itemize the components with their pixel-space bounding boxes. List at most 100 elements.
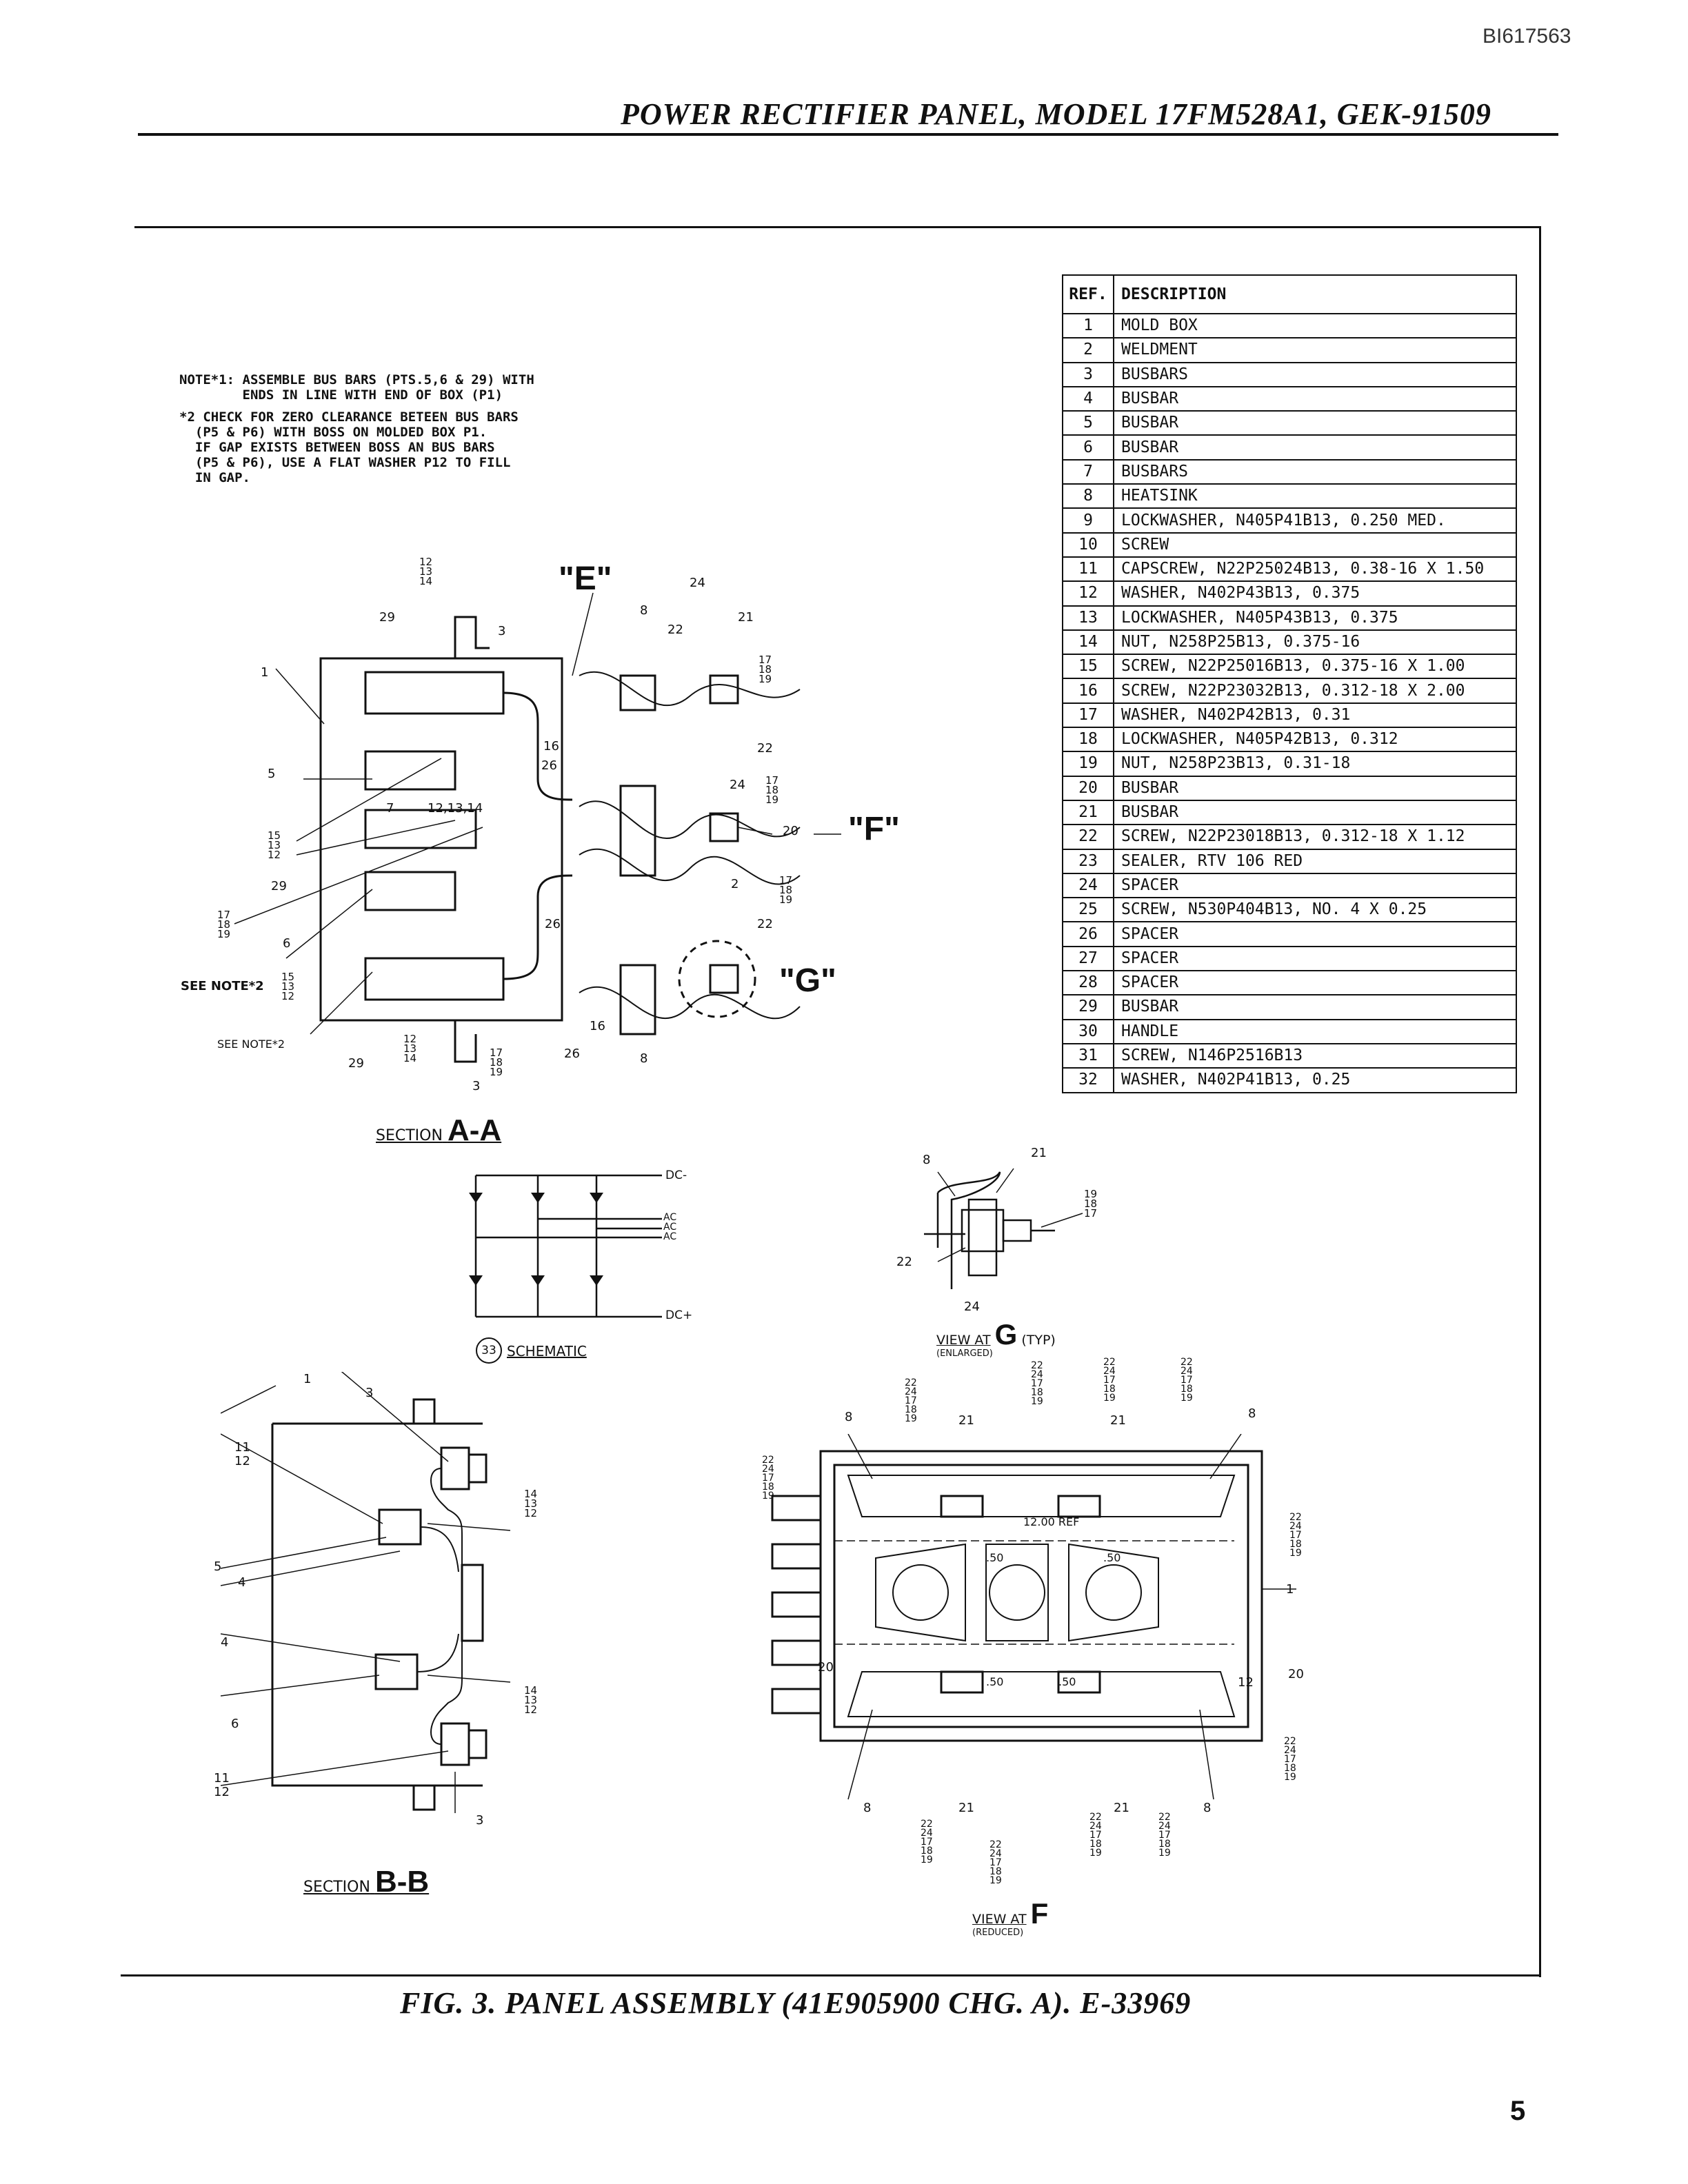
view-f-stack-5: 22 24 17 18 19 [762, 1455, 774, 1502]
view-f-stack-7: 22 24 17 18 19 [1284, 1736, 1296, 1783]
callout-17-18-19-a: 17 18 19 [758, 654, 772, 685]
section-bb-callout-12-b: 12 [214, 1785, 230, 1799]
part-description: SCREW, N22P23032B13, 0.312-18 X 2.00 [1113, 678, 1517, 704]
rectifier-schematic [469, 1174, 662, 1318]
part-ref: 20 [1062, 775, 1114, 801]
note-2: *2 CHECK FOR ZERO CLEARANCE BETEEN BUS B… [179, 410, 519, 485]
section-aa-prefix: SECTION [376, 1127, 443, 1144]
part-ref: 28 [1062, 970, 1114, 996]
callout-7: 7 [386, 801, 394, 816]
view-g-callout-21: 21 [1031, 1146, 1047, 1160]
part-ref: 27 [1062, 945, 1114, 972]
part-description: LOCKWASHER, N405P41B13, 0.250 MED. [1113, 507, 1517, 534]
callout-8-top: 8 [640, 603, 648, 618]
callout-22-mid: 22 [757, 741, 773, 756]
view-f-callout-1: 1 [1286, 1582, 1294, 1597]
callout-29-top: 29 [379, 610, 395, 625]
callout-26-top: 26 [541, 758, 557, 773]
part-description: BUSBARS [1113, 361, 1517, 387]
view-f-stack-1: 22 24 17 18 19 [905, 1377, 917, 1424]
section-bb-callout-4-b: 4 [221, 1635, 229, 1650]
part-description: SCREW, N22P25016B13, 0.375-16 X 1.00 [1113, 654, 1517, 680]
svg-text:SEE NOTE*2: SEE NOTE*2 [217, 1038, 285, 1051]
view-f-callout-8-tr: 8 [1248, 1406, 1256, 1421]
figure-frame-bottom [121, 1974, 1541, 1976]
part-description: CAPSCREW, N22P25024B13, 0.38-16 X 1.50 [1113, 556, 1517, 583]
view-f-stack-6: 22 24 17 18 19 [1289, 1512, 1302, 1559]
callout-12-13-14-top: 12 13 14 [419, 556, 433, 587]
callout-17-18-19-c: 17 18 19 [779, 874, 793, 906]
view-g-typ: (TYP) [1021, 1333, 1056, 1348]
part-ref: 7 [1062, 458, 1114, 485]
view-g-subtitle: (ENLARGED) [936, 1348, 993, 1359]
part-ref: 8 [1062, 483, 1114, 509]
view-f-dim-ref: 12.00 REF [1023, 1515, 1080, 1528]
view-f-callout-8-tl: 8 [845, 1410, 853, 1424]
part-ref: 19 [1062, 751, 1114, 777]
part-description: SCREW, N146P2516B13 [1113, 1042, 1517, 1069]
part-ref: 15 [1062, 654, 1114, 680]
part-description: BUSBAR [1113, 410, 1517, 436]
view-f-subtitle: (REDUCED) [972, 1928, 1024, 1938]
schematic-ac-3: AC [663, 1231, 677, 1242]
view-g-marker: "G" [779, 962, 836, 999]
view-g-title-text: VIEW AT [936, 1333, 991, 1348]
view-g-title: VIEW AT G (TYP) [936, 1318, 1056, 1351]
part-description: SPACER [1113, 945, 1517, 972]
part-description: MOLD BOX [1113, 312, 1517, 339]
section-bb-callout-5: 5 [214, 1559, 222, 1574]
part-ref: 3 [1062, 361, 1114, 387]
schematic-title: SCHEMATIC [507, 1343, 587, 1359]
callout-24-mid: 24 [730, 778, 745, 792]
part-description: SCREW, N530P404B13, NO. 4 X 0.25 [1113, 897, 1517, 923]
view-f-stack-3: 22 24 17 18 19 [1103, 1357, 1116, 1404]
view-f-title: VIEW AT F [972, 1897, 1048, 1930]
view-f-callout-20-left: 20 [818, 1660, 834, 1675]
part-ref: 9 [1062, 507, 1114, 534]
callout-12-13-14-bottom: 12 13 14 [403, 1033, 417, 1064]
section-bb-prefix: SECTION [303, 1879, 370, 1896]
mold-box-outline [319, 657, 563, 1022]
callout-29-bottom: 29 [348, 1056, 364, 1071]
view-f-callout-12: 12 [1238, 1675, 1254, 1690]
description-header: DESCRIPTION [1113, 274, 1517, 314]
view-f-callout-8-bl: 8 [863, 1801, 872, 1815]
callout-17-18-19-e: 17 18 19 [490, 1046, 503, 1078]
callout-17-18-19-d: 17 18 19 [217, 909, 231, 940]
view-f-stack-10: 22 24 17 18 19 [1089, 1812, 1102, 1859]
callout-22-top: 22 [667, 623, 683, 637]
part-ref: 25 [1062, 897, 1114, 923]
section-bb-callout-3-bottom: 3 [476, 1813, 484, 1828]
view-g-callout-8: 8 [923, 1153, 931, 1167]
part-description: BUSBAR [1113, 434, 1517, 461]
ref-header: REF. [1062, 274, 1114, 314]
part-description: HEATSINK [1113, 483, 1517, 509]
part-description: WASHER, N402P43B13, 0.375 [1113, 580, 1517, 607]
section-bb-letters: B-B [374, 1865, 430, 1899]
part-ref: 11 [1062, 556, 1114, 583]
part-description: LOCKWASHER, N405P43B13, 0.375 [1113, 605, 1517, 631]
part-ref: 30 [1062, 1018, 1114, 1044]
part-ref: 10 [1062, 532, 1114, 558]
callout-16-bottom: 16 [590, 1019, 605, 1033]
section-bb-callout-12: 12 [234, 1454, 250, 1468]
view-f-callout-21-c: 21 [958, 1801, 974, 1815]
schematic-dc-minus: DC- [665, 1169, 687, 1182]
part-ref: 23 [1062, 848, 1114, 874]
callout-15-13-12-b: 15 13 12 [281, 971, 295, 1002]
section-aa-drawing: SEE NOTE*2 [217, 592, 841, 1063]
view-f-dim-50-a: .50 [986, 1551, 1004, 1564]
view-g-callout-22: 22 [896, 1255, 912, 1269]
section-bb-callout-11-12-bottom: 11 12 [214, 1771, 230, 1799]
part-ref: 6 [1062, 434, 1114, 461]
section-bb-callout-11-b: 11 [214, 1771, 230, 1786]
